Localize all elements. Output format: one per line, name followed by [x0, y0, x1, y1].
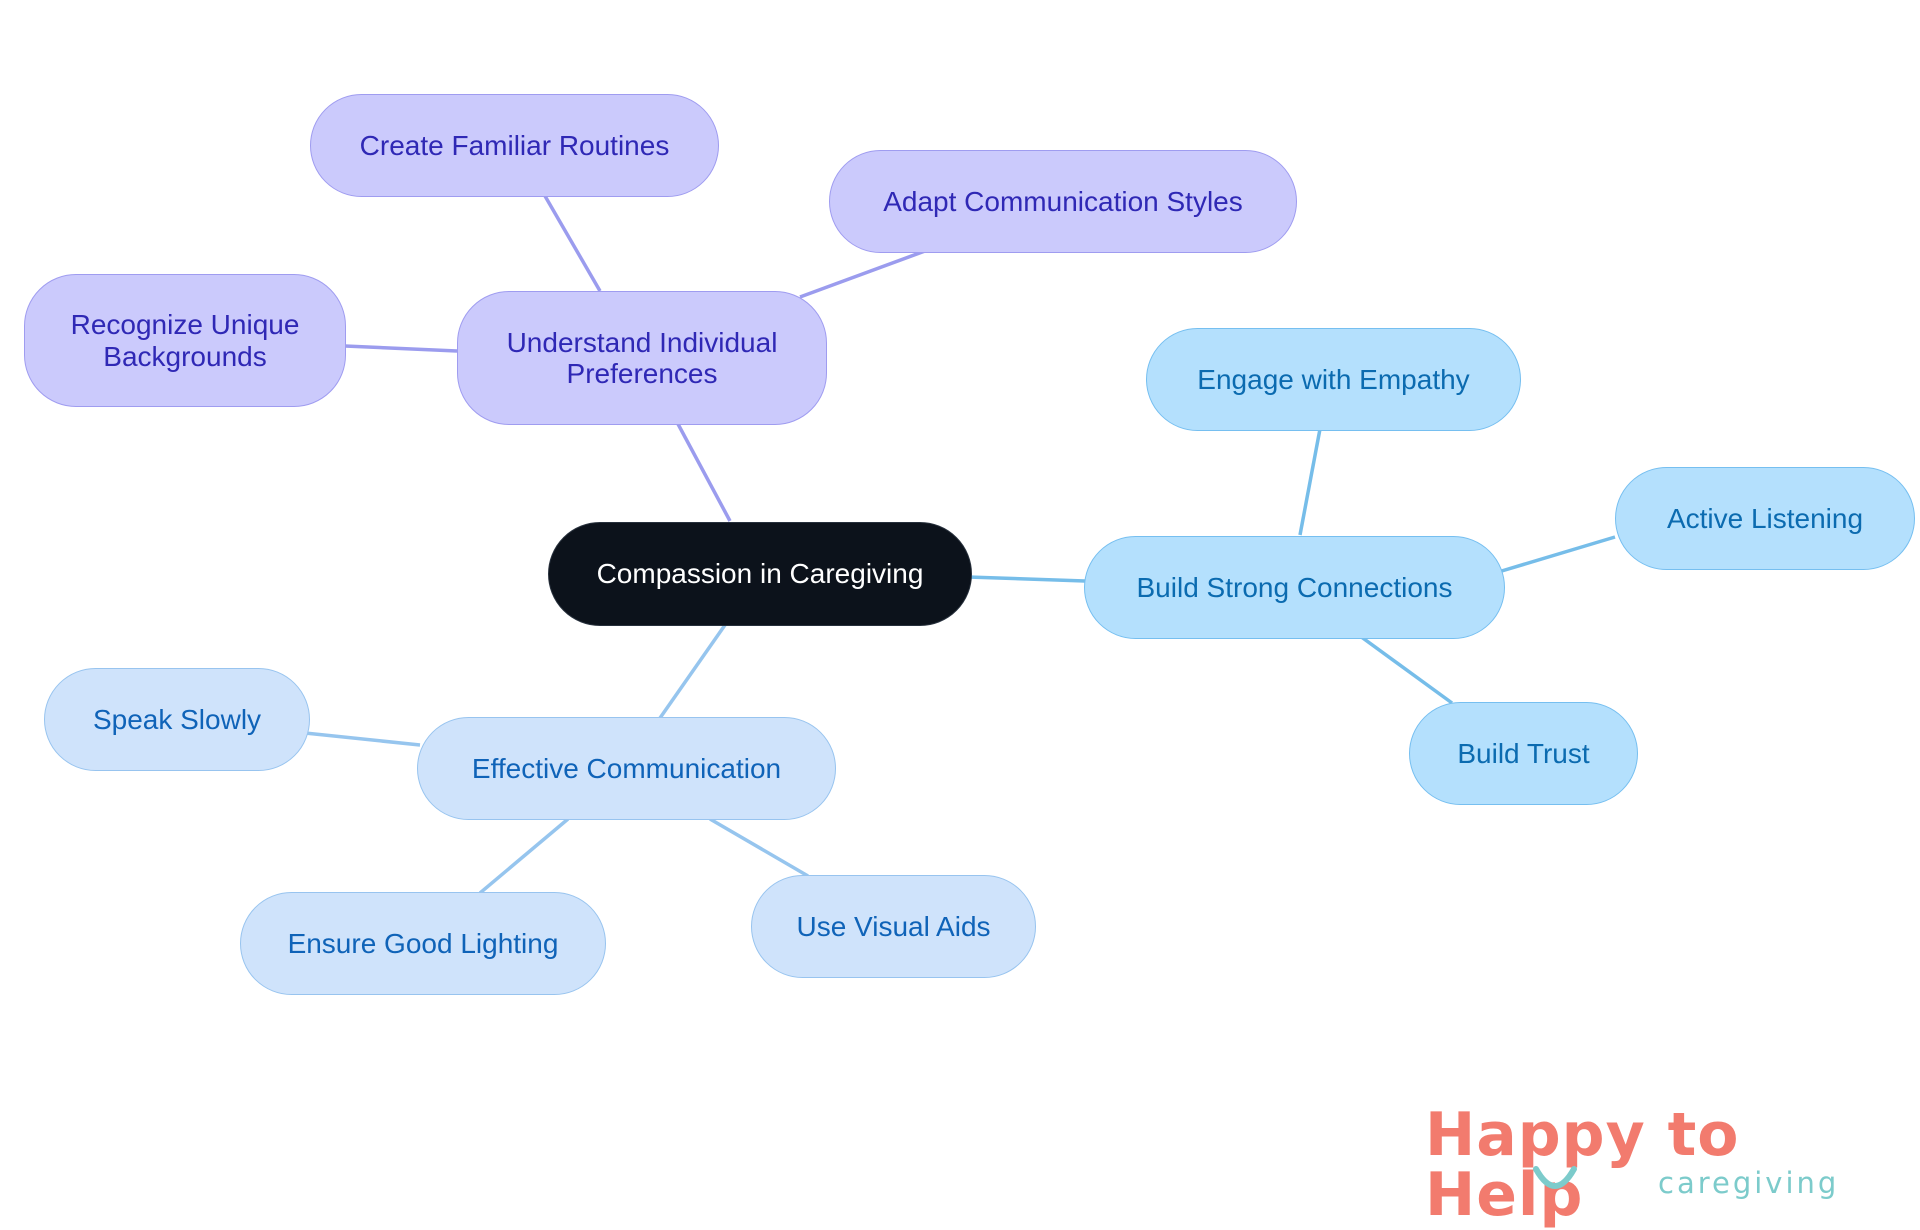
leaf-node-good-lighting: Ensure Good Lighting [240, 892, 606, 995]
logo-tagline-text: caregiving [1658, 1166, 1840, 1200]
edge-communication-lighting [478, 817, 570, 895]
edge-connections-listening [1494, 535, 1616, 575]
leaf-node-build-trust: Build Trust [1409, 702, 1638, 805]
edge-preferences-backgrounds [344, 344, 458, 353]
branch-node-communication: Effective Communication [417, 717, 836, 820]
edge-center-connections [967, 575, 1086, 583]
leaf-node-active-listening: Active Listening [1615, 467, 1915, 570]
edge-connections-trust [1358, 634, 1454, 705]
leaf-node-familiar-routines: Create Familiar Routines [310, 94, 719, 197]
leaf-node-visual-aids: Use Visual Aids [751, 875, 1036, 978]
edge-preferences-routines [543, 195, 602, 292]
happy-to-help-logo: Happy to Help caregiving [1425, 1105, 1905, 1225]
central-topic-node: Compassion in Caregiving [548, 522, 972, 626]
edge-preferences-communication-styles [799, 249, 926, 299]
edge-communication-speak [304, 731, 421, 747]
edge-communication-visual [709, 817, 809, 878]
edge-center-communication [658, 623, 727, 720]
edge-center-preferences [676, 423, 732, 522]
leaf-node-unique-backgrounds: Recognize Unique Backgrounds [24, 274, 346, 407]
smile-icon [1533, 1166, 1577, 1189]
leaf-node-engage-empathy: Engage with Empathy [1146, 328, 1521, 431]
leaf-node-communication-styles: Adapt Communication Styles [829, 150, 1297, 253]
edge-connections-empathy [1298, 428, 1322, 536]
branch-node-preferences: Understand Individual Preferences [457, 291, 827, 425]
leaf-node-speak-slowly: Speak Slowly [44, 668, 310, 771]
logo-brand-text: Happy to Help [1425, 1100, 1740, 1230]
branch-node-connections: Build Strong Connections [1084, 536, 1505, 639]
